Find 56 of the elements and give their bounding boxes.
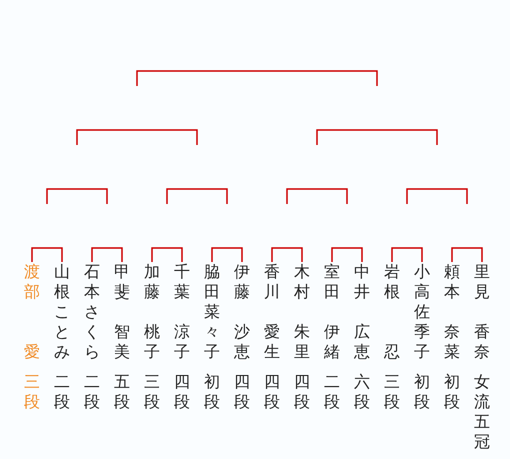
player-rank: 四段: [234, 372, 250, 412]
bracket-connector: [451, 247, 483, 262]
player-rank: 六段: [354, 372, 370, 412]
player-surname: 千葉: [174, 262, 190, 302]
player-surname: 石本: [84, 262, 100, 302]
player-surname: 里見: [474, 262, 490, 302]
player-surname: 頼本: [444, 262, 460, 302]
player-given-name: 香奈: [474, 322, 490, 362]
player-given-name: 朱里: [294, 322, 310, 362]
player-rank: 三段: [144, 372, 160, 412]
player-rank: 三段: [24, 372, 40, 412]
player-given-name: 桃子: [144, 322, 160, 362]
player-rank: 二段: [54, 372, 70, 412]
player-surname: 岩根: [384, 262, 400, 302]
bracket-connector: [151, 247, 183, 262]
player-surname: 脇田: [204, 262, 220, 302]
bracket-connector: [391, 247, 423, 262]
bracket-connector: [271, 247, 303, 262]
player-given-name: 忍: [384, 342, 400, 362]
player-rank: 四段: [264, 372, 280, 412]
player-given-name: 佐季子: [414, 302, 430, 362]
player-given-name: 広恵: [354, 322, 370, 362]
player-surname: 加藤: [144, 262, 160, 302]
player-surname: 木村: [294, 262, 310, 302]
player-rank: 初段: [444, 372, 460, 412]
player-rank: 二段: [324, 372, 340, 412]
bracket-connector: [331, 247, 363, 262]
player-rank: 四段: [294, 372, 310, 412]
player-rank: 三段: [384, 372, 400, 412]
player-surname: 香川: [264, 262, 280, 302]
player-rank: 女流五冠: [474, 372, 490, 452]
player-surname: 小高: [414, 262, 430, 302]
player-surname: 室田: [324, 262, 340, 302]
player-given-name: 涼子: [174, 322, 190, 362]
bracket-connector: [91, 247, 123, 262]
bracket-connector: [211, 247, 243, 262]
player-given-name: 伊緒: [324, 322, 340, 362]
player-given-name: 智美: [114, 322, 130, 362]
player-given-name: 愛: [24, 342, 40, 362]
player-given-name: 奈菜: [444, 322, 460, 362]
player-surname: 山根: [54, 262, 70, 302]
player-given-name: さくら: [84, 302, 100, 362]
player-given-name: 沙恵: [234, 322, 250, 362]
bracket-connector: [31, 247, 63, 262]
player-rank: 初段: [414, 372, 430, 412]
player-given-name: ことみ: [54, 302, 70, 362]
player-given-name: 愛生: [264, 322, 280, 362]
player-rank: 二段: [84, 372, 100, 412]
player-rank: 初段: [204, 372, 220, 412]
player-rank: 五段: [114, 372, 130, 412]
player-given-name: 菜々子: [204, 302, 220, 362]
player-surname: 甲斐: [114, 262, 130, 302]
player-rank: 四段: [174, 372, 190, 412]
player-surname: 伊藤: [234, 262, 250, 302]
player-surname: 中井: [354, 262, 370, 302]
player-surname: 渡部: [24, 262, 40, 302]
